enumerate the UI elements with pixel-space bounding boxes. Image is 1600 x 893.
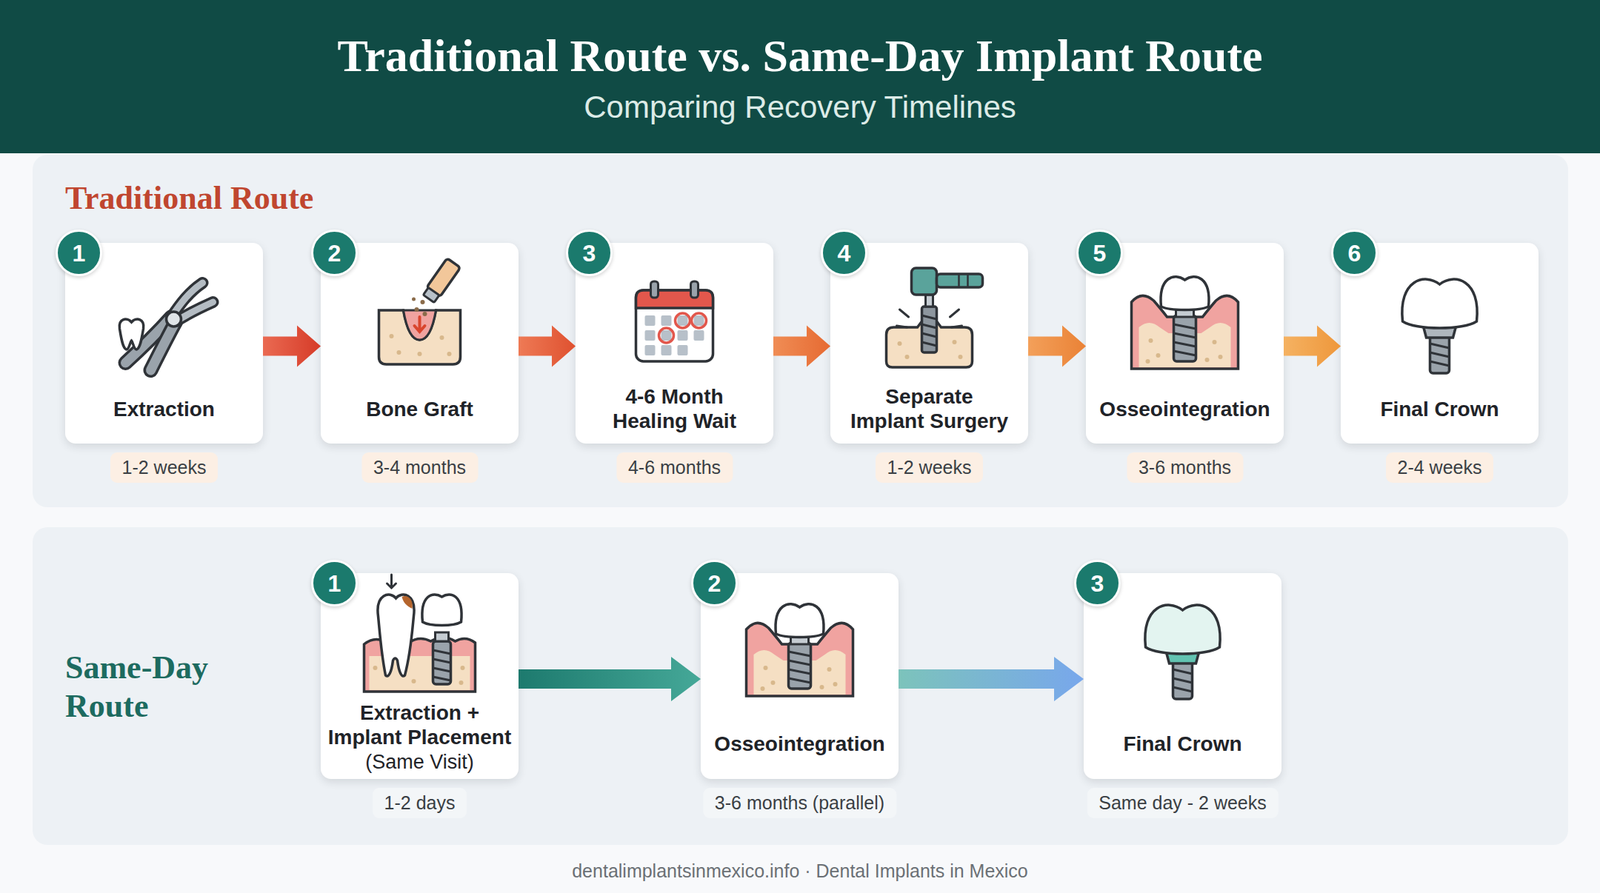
card-text-box: 4-6 Month Healing Wait bbox=[566, 376, 783, 443]
subtitle: Comparing Recovery Timelines bbox=[0, 91, 1600, 124]
step-number-badge: 3 bbox=[1074, 560, 1121, 607]
card-text-box: Extraction + Implant Placement(Same Visi… bbox=[311, 694, 528, 781]
step-title: Osseointegration bbox=[1099, 397, 1270, 423]
step-title: Extraction + Implant Placement bbox=[325, 701, 515, 751]
step-number-badge: 5 bbox=[1076, 229, 1123, 277]
step-number: 3 bbox=[582, 240, 597, 266]
card-text-box: Extraction bbox=[56, 376, 272, 443]
step-title: Extraction bbox=[113, 397, 215, 423]
card-text-box: Final Crown bbox=[1074, 710, 1291, 779]
route-band: Same-Day RouteExtraction + Implant Place… bbox=[32, 527, 1569, 846]
card-text-box: Osseointegration bbox=[691, 710, 908, 779]
step-number: 4 bbox=[837, 240, 852, 266]
step-number-badge: 1 bbox=[311, 560, 358, 607]
step-title: 4-6 Month Healing Wait bbox=[587, 385, 763, 435]
step-title: Bone Graft bbox=[365, 397, 474, 423]
step-number: 3 bbox=[1091, 571, 1105, 597]
duration-pill: 4-6 months bbox=[616, 452, 733, 483]
flow-arrow bbox=[518, 325, 576, 368]
band-heading: Traditional Route bbox=[65, 179, 584, 218]
step-number-badge: 2 bbox=[311, 229, 358, 277]
step-number-badge: 6 bbox=[1331, 229, 1378, 277]
duration-pill: 3-6 months (parallel) bbox=[702, 788, 897, 819]
step-card: 4-6 Month Healing Wait4-6 months3 bbox=[575, 242, 774, 444]
card-text-box: Final Crown bbox=[1331, 376, 1548, 443]
duration-pill: 1-2 days bbox=[372, 788, 468, 819]
flow-arrow bbox=[262, 325, 321, 368]
duration-pill: 3-6 months bbox=[1126, 452, 1243, 483]
flow-arrow bbox=[1028, 325, 1086, 368]
flow-arrow bbox=[1283, 325, 1341, 368]
step-number: 2 bbox=[328, 240, 342, 266]
step-card: Separate Implant Surgery1-2 weeks4 bbox=[830, 242, 1029, 444]
step-card: Final Crown2-4 weeks6 bbox=[1340, 242, 1539, 444]
duration-pill: 1-2 weeks bbox=[110, 452, 219, 483]
card-text-box: Bone Graft bbox=[311, 376, 528, 443]
card-text-box: Separate Implant Surgery bbox=[821, 376, 1038, 443]
duration-pill: 3-4 months bbox=[361, 452, 478, 483]
band-heading: Same-Day Route bbox=[65, 648, 243, 726]
step-number: 1 bbox=[328, 571, 342, 597]
step-title: Separate Implant Surgery bbox=[848, 385, 1012, 435]
step-number-badge: 1 bbox=[55, 229, 103, 277]
step-card: Extraction1-2 weeks1 bbox=[65, 242, 263, 444]
diagram-title: Traditional Route vs. Same-Day Implant R… bbox=[0, 29, 1600, 82]
step-number-badge: 2 bbox=[691, 560, 738, 607]
step-number-badge: 3 bbox=[565, 229, 613, 277]
step-title: Final Crown bbox=[1380, 397, 1499, 423]
step-title: Final Crown bbox=[1122, 732, 1242, 758]
route-band: Traditional RouteExtraction1-2 weeks1Bon… bbox=[32, 154, 1569, 508]
step-card: Osseointegration3-6 months (parallel)2 bbox=[700, 573, 899, 780]
duration-pill: 1-2 weeks bbox=[875, 452, 984, 483]
step-number: 5 bbox=[1093, 240, 1107, 266]
duration-pill: 2-4 weeks bbox=[1385, 452, 1495, 483]
flow-arrow bbox=[898, 657, 1084, 702]
duration-pill: Same day - 2 weeks bbox=[1086, 788, 1279, 819]
step-note: (Same Visit) bbox=[365, 750, 475, 775]
step-number: 1 bbox=[72, 240, 86, 266]
step-number: 6 bbox=[1348, 240, 1362, 266]
card-text-box: Osseointegration bbox=[1077, 376, 1293, 443]
step-card: Final CrownSame day - 2 weeks3 bbox=[1083, 573, 1282, 780]
step-card: Osseointegration3-6 months5 bbox=[1085, 242, 1284, 444]
step-number: 2 bbox=[708, 571, 722, 597]
step-number-badge: 4 bbox=[820, 229, 868, 277]
flow-arrow bbox=[773, 325, 831, 368]
step-card: Bone Graft3-4 months2 bbox=[320, 242, 519, 444]
flow-arrow bbox=[518, 657, 701, 702]
step-title: Osseointegration bbox=[714, 732, 885, 758]
source-footer: dentalimplantsinmexico.info · Dental Imp… bbox=[0, 859, 1600, 883]
step-card: Extraction + Implant Placement(Same Visi… bbox=[320, 573, 519, 780]
